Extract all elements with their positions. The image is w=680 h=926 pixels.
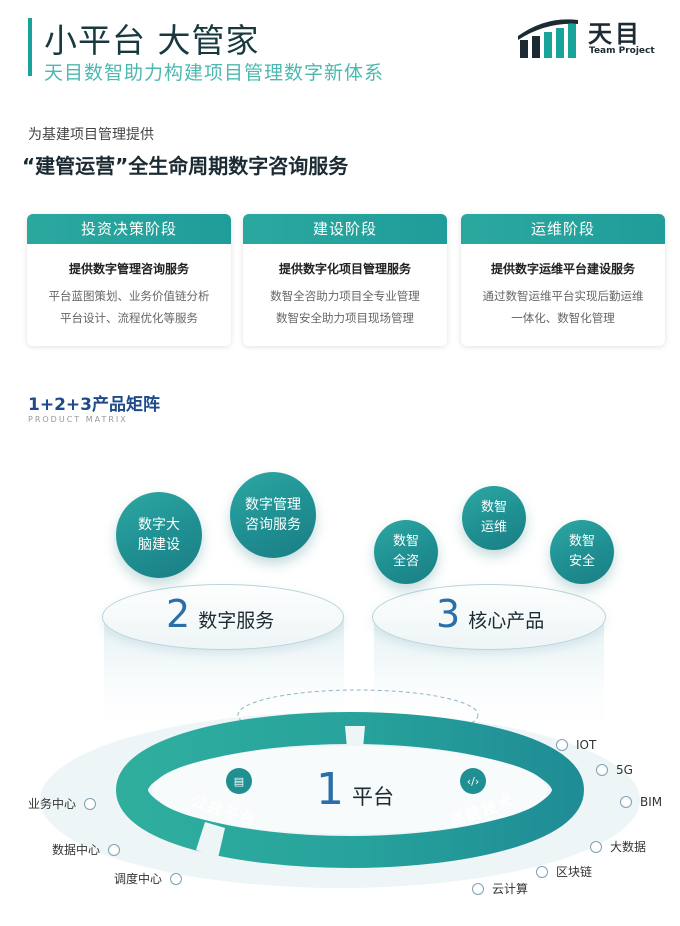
card-header: 建设阶段 bbox=[243, 214, 447, 244]
orbit-dot bbox=[170, 872, 183, 885]
orbit-item-big-data: 大数据 bbox=[590, 838, 646, 855]
orbit-item-dispatch-center: 调度中心 bbox=[114, 870, 183, 887]
orbit-dot bbox=[536, 865, 548, 878]
intro-line-2: “建管运营”全生命周期数字咨询服务 bbox=[22, 154, 349, 178]
orbit-dot bbox=[108, 843, 121, 856]
orbit-item-data-center: 数据中心 bbox=[52, 841, 121, 858]
digital-services-platform bbox=[102, 584, 344, 650]
bubble-smart-consult: 数智 全咨 bbox=[374, 520, 438, 584]
card-header: 运维阶段 bbox=[461, 214, 665, 244]
tianmu-logo-icon bbox=[518, 19, 578, 58]
core-products-platform bbox=[372, 584, 606, 650]
card-header: 投资决策阶段 bbox=[27, 214, 231, 244]
orbit-dot bbox=[84, 797, 97, 810]
services-label: 数字服务 bbox=[198, 610, 275, 632]
card-desc-line: 平台设计、流程优化等服务 bbox=[60, 311, 198, 325]
page-subtitle: 天目数智助力构建项目管理数字新体系 bbox=[44, 62, 385, 84]
card-desc-line: 数智安全助力项目现场管理 bbox=[276, 311, 414, 325]
orbit-item-blockchain: 区块链 bbox=[536, 863, 592, 880]
bubble-smart-safety: 数智 安全 bbox=[550, 520, 614, 584]
title-accent-bar bbox=[28, 18, 32, 76]
logo-english-text: Team Project bbox=[589, 46, 655, 56]
bubble-digital-consulting: 数字管理 咨询服务 bbox=[230, 472, 316, 558]
services-number: 2 bbox=[166, 592, 191, 636]
card-desc-line: 一体化、数智化管理 bbox=[511, 311, 615, 325]
card-title: 提供数字管理咨询服务 bbox=[68, 262, 189, 276]
orbit-item-5g: 5G bbox=[596, 763, 633, 777]
platform-label: 平台 bbox=[352, 785, 394, 809]
matrix-subtitle: PRODUCT MATRIX bbox=[28, 415, 128, 424]
chart-screen-icon: ▤ bbox=[226, 768, 252, 794]
core-products-label: 3 核心产品 bbox=[436, 592, 544, 636]
digital-services-label: 2 数字服务 bbox=[166, 592, 274, 636]
card-desc-line: 通过数智运维平台实现后勤运维 bbox=[482, 289, 644, 303]
platform-number: 1 bbox=[316, 764, 344, 815]
card-title: 提供数字化项目管理服务 bbox=[278, 262, 411, 276]
code-document-icon: ‹/› bbox=[460, 768, 486, 794]
card-desc-line: 平台蓝图策划、业务价值链分析 bbox=[48, 289, 210, 303]
orbit-item-bim: BIM bbox=[620, 795, 662, 809]
orbit-dot bbox=[556, 739, 568, 751]
bubble-smart-ops: 数智 运维 bbox=[462, 486, 526, 550]
intro-line-1: 为基建项目管理提供 bbox=[28, 127, 154, 143]
products-number: 3 bbox=[436, 592, 461, 636]
orbit-item-cloud: 云计算 bbox=[472, 880, 528, 897]
platform-center-label: 1 平台 bbox=[316, 764, 394, 815]
stage-card-construction: 建设阶段 提供数字化项目管理服务 数智全咨助力项目全专业管理 数智安全助力项目现… bbox=[243, 214, 447, 346]
card-title: 提供数字运维平台建设服务 bbox=[490, 262, 635, 276]
orbit-dot bbox=[620, 796, 632, 808]
orbit-dot bbox=[590, 840, 602, 853]
page-title: 小平台 大管家 bbox=[44, 21, 260, 60]
bubble-digital-brain: 数字大 脑建设 bbox=[116, 492, 202, 578]
orbit-dot bbox=[596, 764, 608, 776]
orbit-item-business-center: 业务中心 bbox=[28, 795, 97, 812]
matrix-title: 1+2+3产品矩阵 bbox=[28, 395, 160, 415]
orbit-item-iot: IOT bbox=[556, 738, 596, 752]
logo-chinese-text: 天目 bbox=[588, 20, 642, 48]
orbit-dot bbox=[472, 882, 484, 895]
stage-card-investment: 投资决策阶段 提供数字管理咨询服务 平台蓝图策划、业务价值链分析 平台设计、流程… bbox=[27, 214, 231, 346]
products-label: 核心产品 bbox=[468, 610, 545, 632]
card-desc-line: 数智全咨助力项目全专业管理 bbox=[270, 289, 420, 303]
stage-card-operation: 运维阶段 提供数字运维平台建设服务 通过数智运维平台实现后勤运维 一体化、数智化… bbox=[461, 214, 665, 346]
